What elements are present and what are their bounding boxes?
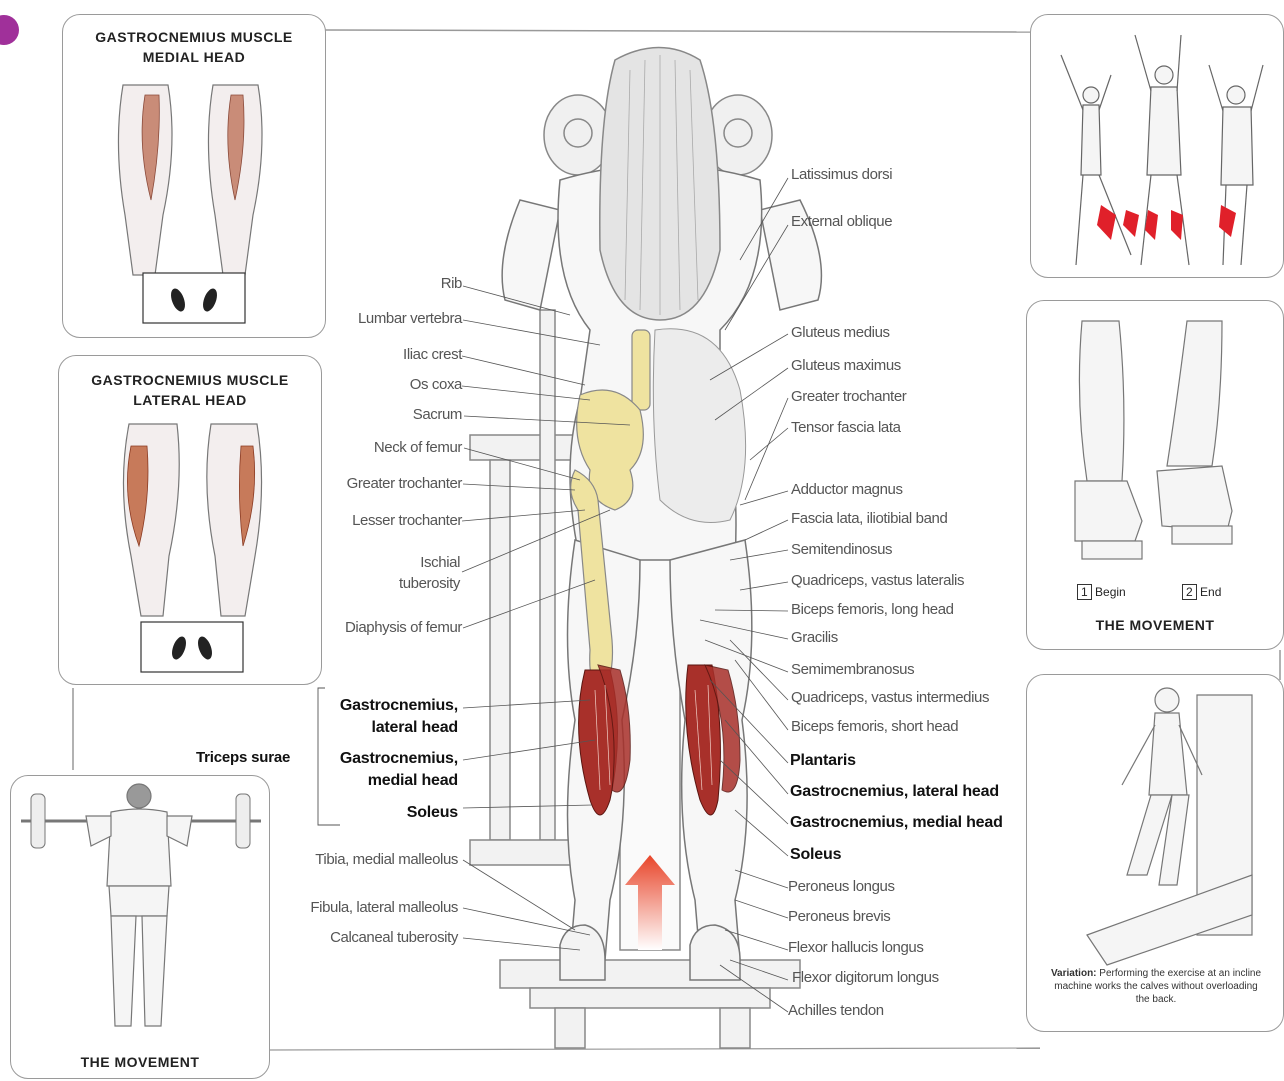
variation-caption: Variation: Performing the exercise at an… bbox=[1049, 967, 1263, 1006]
back-muscles bbox=[653, 329, 745, 523]
panel-stretch-figures bbox=[1030, 14, 1284, 278]
panel-title: THE MOVEMENT bbox=[1027, 617, 1283, 634]
label-achilles-tendon: Achilles tendon bbox=[788, 1003, 884, 1019]
triceps-bracket bbox=[318, 688, 340, 825]
label-sacrum: Sacrum bbox=[413, 407, 462, 423]
label-latissimus-dorsi: Latissimus dorsi bbox=[791, 167, 892, 183]
label-tibia-medial-malleolus: Tibia, medial malleolus bbox=[315, 852, 458, 868]
label-tensor-fascia-lata: Tensor fascia lata bbox=[791, 420, 901, 436]
label-lesser-trochanter: Lesser trochanter bbox=[352, 513, 462, 529]
label-rib: Rib bbox=[441, 276, 462, 292]
panel-lateral-head: GASTROCNEMIUS MUSCLE LATERAL HEAD bbox=[58, 355, 322, 685]
label-lumbar-vertebra: Lumbar vertebra bbox=[358, 311, 462, 327]
label-gastrocnemius-lateral-head-right: Gastrocnemius, lateral head bbox=[790, 784, 999, 800]
label-os-coxa: Os coxa bbox=[410, 377, 462, 393]
begin-label: 1 Begin bbox=[1077, 585, 1126, 599]
label-peroneus-longus: Peroneus longus bbox=[788, 879, 895, 895]
label-gastrocnemius-medial-2: medial head bbox=[368, 773, 458, 789]
label-soleus-left: Soleus bbox=[407, 805, 458, 821]
label-gracilis: Gracilis bbox=[791, 630, 838, 646]
end-number: 2 bbox=[1182, 584, 1197, 600]
label-adductor-magnus: Adductor magnus bbox=[791, 482, 903, 498]
barbell-calf-raise-figure bbox=[11, 776, 269, 1078]
label-calcaneal-tuberosity: Calcaneal tuberosity bbox=[330, 930, 458, 946]
end-label: 2 End bbox=[1182, 585, 1221, 599]
label-greater-trochanter-right: Greater trochanter bbox=[791, 389, 906, 405]
label-fascia-lata-iliotibial-band: Fascia lata, iliotibial band bbox=[791, 511, 947, 527]
label-semitendinosus: Semitendinosus bbox=[791, 542, 892, 558]
label-biceps-femoris-long-head: Biceps femoris, long head bbox=[791, 602, 954, 618]
label-soleus-right: Soleus bbox=[790, 847, 841, 863]
label-gastrocnemius-medial-1: Gastrocnemius, bbox=[340, 751, 458, 767]
label-tuberosity: tuberosity bbox=[399, 576, 460, 592]
label-diaphysis-of-femur: Diaphysis of femur bbox=[345, 620, 462, 636]
label-biceps-femoris-short-head: Biceps femoris, short head bbox=[791, 719, 958, 735]
label-gastrocnemius-medial-head-right: Gastrocnemius, medial head bbox=[790, 815, 1003, 831]
label-neck-of-femur: Neck of femur bbox=[374, 440, 462, 456]
panel-movement-right: 1 Begin 2 End THE MOVEMENT bbox=[1026, 300, 1284, 650]
panel-movement-bottom: THE MOVEMENT bbox=[10, 775, 270, 1079]
label-semimembranosus: Semimembranosus bbox=[791, 662, 914, 678]
lateral-head-calves bbox=[59, 356, 321, 684]
three-muscle-figures bbox=[1031, 15, 1283, 277]
medial-head-calves bbox=[63, 15, 325, 337]
panel-medial-head: GASTROCNEMIUS MUSCLE MEDIAL HEAD bbox=[62, 14, 326, 338]
chapter-badge bbox=[0, 15, 19, 45]
end-text: End bbox=[1200, 585, 1221, 599]
label-gastrocnemius-lateral-2: lateral head bbox=[371, 720, 458, 736]
label-greater-trochanter: Greater trochanter bbox=[347, 476, 462, 492]
label-peroneus-brevis: Peroneus brevis bbox=[788, 909, 890, 925]
label-quadriceps-vastus-lateralis: Quadriceps, vastus lateralis bbox=[791, 573, 964, 589]
variation-bold: Variation: bbox=[1051, 968, 1097, 979]
label-gluteus-maximus: Gluteus maximus bbox=[791, 358, 901, 374]
label-plantaris: Plantaris bbox=[790, 753, 856, 769]
label-quadriceps-vastus-intermedius: Quadriceps, vastus intermedius bbox=[791, 690, 989, 706]
label-flexor-hallucis-longus: Flexor hallucis longus bbox=[788, 940, 923, 956]
label-iliac-crest: Iliac crest bbox=[403, 347, 462, 363]
begin-text: Begin bbox=[1095, 585, 1126, 599]
panel-variation: Variation: Performing the exercise at an… bbox=[1026, 674, 1284, 1032]
label-gastrocnemius-lateral-1: Gastrocnemius, bbox=[340, 698, 458, 714]
panel-title: THE MOVEMENT bbox=[11, 1054, 269, 1071]
label-triceps-surae: Triceps surae bbox=[196, 750, 290, 766]
label-flexor-digitorum-longus: Flexor digitorum longus bbox=[792, 970, 939, 986]
label-fibula-lateral-malleolus: Fibula, lateral malleolus bbox=[310, 900, 458, 916]
begin-end-legs bbox=[1027, 301, 1283, 649]
label-gluteus-medius: Gluteus medius bbox=[791, 325, 890, 341]
begin-number: 1 bbox=[1077, 584, 1092, 600]
label-ischial: Ischial bbox=[420, 555, 460, 571]
label-external-oblique: External oblique bbox=[791, 214, 892, 230]
